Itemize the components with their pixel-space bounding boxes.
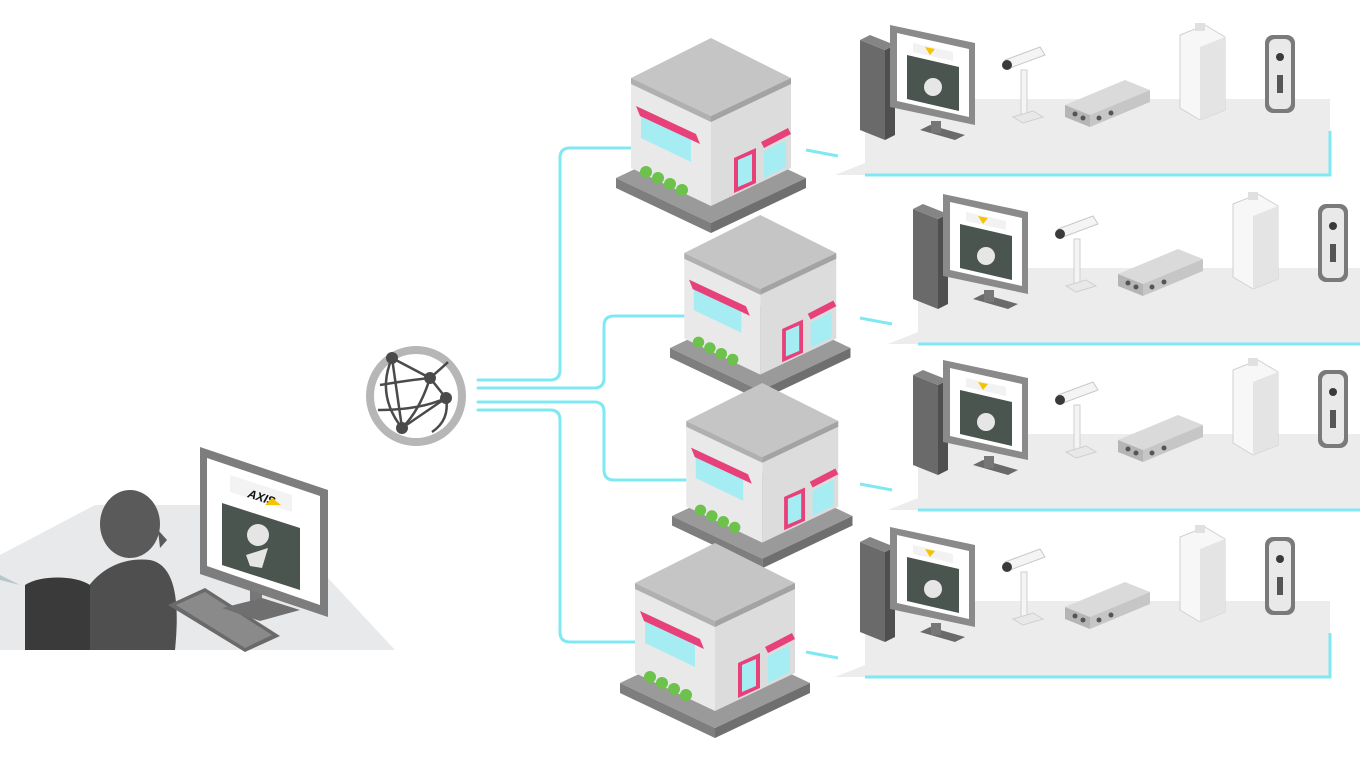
device-shelf-4: [833, 523, 1332, 679]
keyboard-icon: [168, 588, 280, 652]
storefront-icon: [672, 383, 853, 569]
storefront-icon: [620, 543, 810, 738]
storefront-icon: [616, 38, 806, 233]
site-2: [670, 190, 1360, 401]
globe-network-icon: [366, 346, 466, 446]
device-shelf-2: [886, 190, 1360, 346]
person-icon: [25, 490, 177, 650]
site-4: [620, 523, 1332, 738]
device-shelf-1: [833, 21, 1332, 177]
site-3: [672, 356, 1360, 569]
operator-monitor: AXIS: [200, 447, 328, 621]
device-shelf-3: [886, 356, 1360, 512]
site-1: [616, 21, 1332, 233]
storefront-icon: [670, 215, 851, 401]
network-connections: [476, 146, 700, 644]
operator-station: AXIS: [0, 447, 395, 652]
